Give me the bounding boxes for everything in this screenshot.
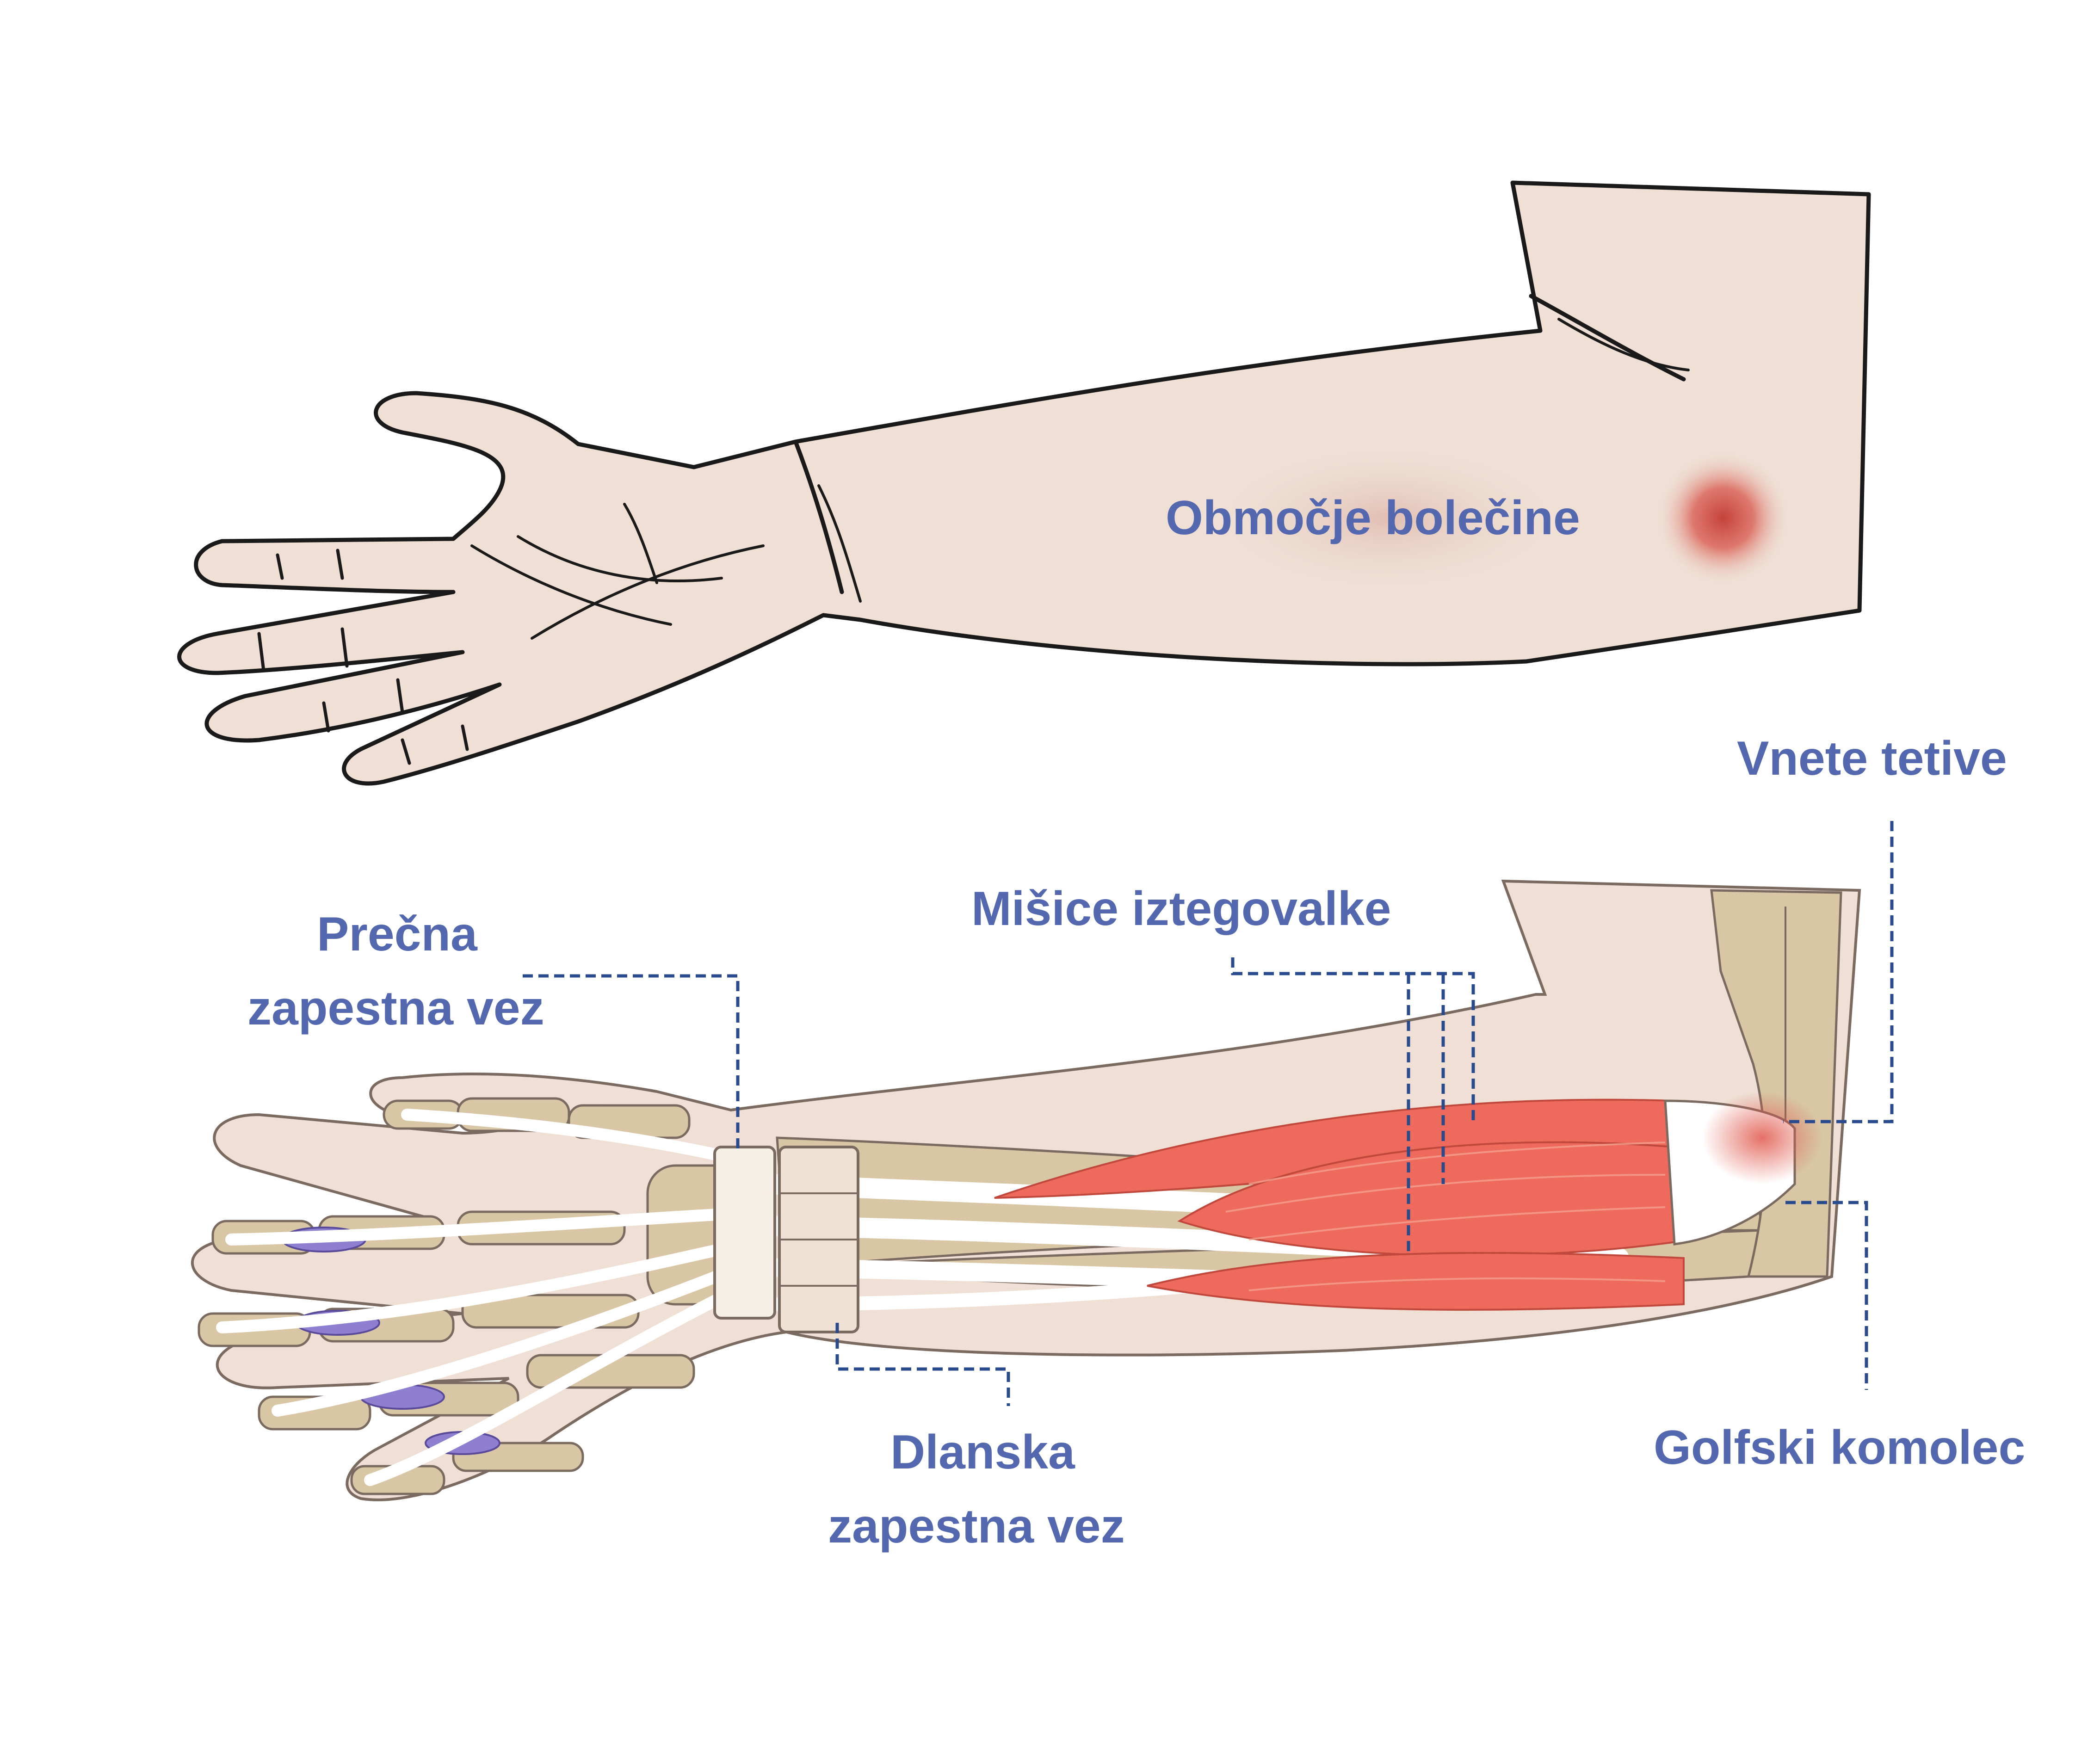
label-extensor-muscles: Mišice iztegovalke [971, 882, 1391, 936]
label-inflamed-tendons: Vnete tetive [1737, 732, 2007, 785]
label-palmar-ligament-line1: Dlanska [890, 1425, 1075, 1479]
pain-spot [1656, 451, 1790, 585]
label-pain-area: Območje bolečine [1166, 491, 1580, 545]
leader-golfers-elbow [1785, 1201, 1868, 1390]
diagram-labels: Območje bolečine Vnete tetive Mišice izt… [247, 491, 2025, 1553]
label-transverse-ligament-line1: Prečna [317, 907, 478, 961]
label-golfers-elbow: Golfski komolec [1654, 1421, 2025, 1474]
leader-lines [523, 821, 1894, 1406]
inflamed-tendon-spot [1702, 1092, 1822, 1184]
top-arm-illustration [177, 180, 1871, 786]
pain-glow [1212, 444, 1563, 592]
transverse-carpal-ligament [713, 1146, 776, 1320]
label-transverse-ligament-line2: zapestna vez [247, 981, 544, 1035]
leader-palmar-ligament [835, 1323, 1010, 1406]
leader-inflamed-tendons [1783, 821, 1894, 1123]
leader-extensor-muscles [1231, 957, 1475, 1253]
extensor-muscles [994, 1098, 1694, 1311]
bottom-arm-anatomy [191, 879, 1861, 1501]
top-arm-skin [177, 180, 1871, 786]
leader-transverse-ligament [523, 974, 740, 1152]
label-palmar-ligament-line2: zapestna vez [828, 1499, 1125, 1553]
